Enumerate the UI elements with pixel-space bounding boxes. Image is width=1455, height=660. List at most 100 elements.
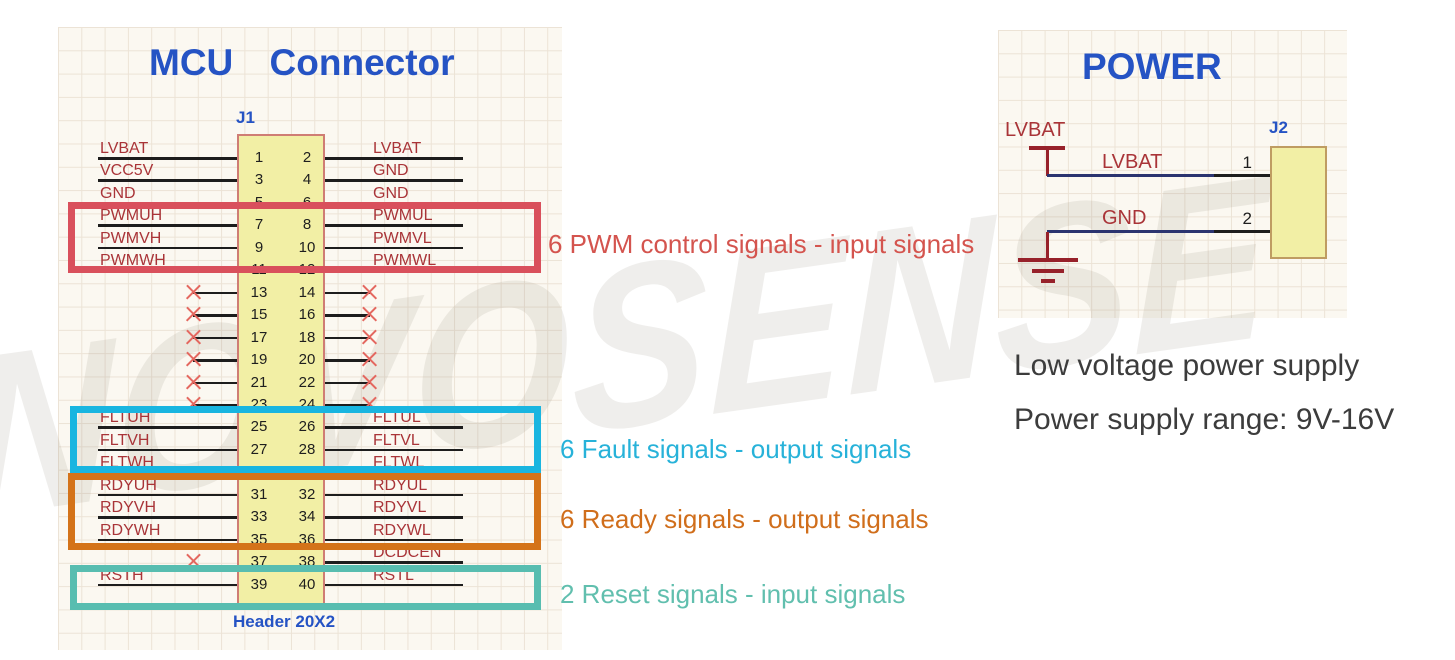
wire-right (325, 359, 370, 362)
pin-number-right: 22 (298, 373, 316, 391)
pin-number-right: 32 (298, 485, 316, 503)
ready-annotation: 6 Ready signals - output signals (560, 504, 929, 534)
connector-row: LVBAT 1 2 LVBAT (0, 140, 1455, 166)
wire-right (325, 561, 463, 564)
power-section-title: POWER (1082, 46, 1222, 87)
pin-number-left: 33 (250, 508, 268, 526)
pin-number-right: 18 (298, 328, 316, 346)
wire-right (325, 336, 370, 340)
connector-row: 19 20 (0, 342, 1455, 369)
lvbat-power-stem (1046, 149, 1049, 176)
pin-number-right: 4 (302, 171, 312, 189)
connector-row: RDYVH 33 34 RDYVL (0, 499, 1455, 526)
net-label-left: FLTUH (100, 409, 151, 427)
pin-number-right: 16 (298, 306, 316, 324)
wire-left (193, 314, 237, 317)
net-label-right: PWMUL (373, 207, 433, 225)
net-label-right: RDYWL (373, 521, 431, 539)
wire-right (325, 157, 463, 160)
lvbat-wire-label: LVBAT (1102, 151, 1163, 173)
net-label-left: PWMUH (100, 207, 163, 225)
reset-annotation: 2 Reset signals - input signals (560, 579, 906, 609)
pin-number-right: 40 (298, 575, 316, 593)
lvbat-supply-net-label: LVBAT (1005, 119, 1066, 141)
net-label-left: RDYUH (100, 476, 157, 494)
wire-left (98, 157, 237, 160)
net-label-right: RDYVL (373, 499, 427, 517)
net-label-right: GND (373, 184, 409, 202)
wire-right (325, 314, 370, 317)
pin-number-left: 9 (254, 238, 264, 256)
net-label-right: PWMWL (373, 252, 437, 270)
pin-number-right: 20 (298, 351, 316, 369)
wire-left (98, 426, 237, 429)
net-label-left: VCC5V (100, 162, 154, 180)
fault-annotation: 6 Fault signals - output signals (560, 434, 912, 464)
wire-left (193, 403, 237, 407)
connector-row: 15 16 (0, 297, 1455, 324)
pin-number-right: 14 (298, 283, 316, 301)
wire-left (193, 336, 237, 340)
wire-right (325, 381, 370, 384)
wire-left (98, 179, 237, 182)
net-label-left: RDYWH (100, 521, 161, 539)
j2-refdes: J2 (1269, 118, 1288, 137)
wire-left (193, 291, 237, 295)
pin-number-left: 21 (250, 373, 268, 391)
j1-footprint-label: Header 20X2 (233, 612, 336, 631)
wire-left (193, 359, 237, 362)
connector-row: 13 14 (0, 275, 1455, 301)
wire-left (193, 381, 237, 384)
net-label-left: LVBAT (100, 140, 149, 157)
pwm-annotation: 6 PWM control signals - input signals (548, 229, 975, 259)
gnd-wire-label: GND (1102, 207, 1147, 229)
pin-number-right: 10 (298, 238, 316, 256)
pin-number-left: 13 (250, 283, 268, 301)
connector-row: PWMVH 9 10 PWMVL (0, 229, 1455, 256)
wire-right (325, 246, 463, 250)
wire-right (325, 224, 463, 227)
wire-right (325, 448, 463, 452)
wire-right (325, 516, 463, 519)
ground-symbol-stem (1046, 232, 1049, 260)
wire-left (98, 448, 237, 452)
wire-left (98, 516, 237, 519)
net-label-right: FLTUL (373, 409, 421, 427)
pwm-group-box (68, 202, 541, 273)
pin-number-left: 3 (254, 171, 264, 189)
j2-pin2-stub (1214, 230, 1272, 233)
lvbat-wire (1047, 174, 1214, 177)
lvbat-power-bar-icon (1029, 146, 1065, 150)
net-label-left: PWMVH (100, 229, 162, 247)
wire-right (325, 179, 463, 182)
pin-number-left: 25 (250, 418, 268, 436)
wire-right (325, 583, 463, 587)
gnd-wire (1047, 230, 1214, 233)
j1-refdes: J1 (236, 108, 255, 127)
net-label-left: FLTVH (100, 431, 150, 449)
wire-left (98, 493, 237, 497)
pin-number-left: 7 (254, 216, 264, 234)
pin-number-right: 34 (298, 508, 316, 526)
wire-left (98, 538, 237, 542)
j1-connector-body (237, 134, 325, 606)
power-note-line1: Low voltage power supply (1014, 349, 1360, 382)
mcu-section-title: MCU Connector (149, 42, 455, 83)
net-label-left: RDYVH (100, 499, 157, 517)
net-label-right: PWMVL (373, 229, 432, 247)
ready-group-box (68, 473, 541, 550)
wire-right (325, 426, 463, 429)
connector-row: FLTVH 27 28 FLTVL (0, 431, 1455, 458)
j2-pin1-stub (1214, 174, 1272, 177)
pin-number-left: 31 (250, 485, 268, 503)
pin-number-left: 15 (250, 306, 268, 324)
net-label-left: GND (100, 184, 136, 202)
wire-right (325, 538, 463, 542)
reset-group-box (70, 565, 541, 610)
j2-pin2-number: 2 (1242, 209, 1252, 228)
connector-row: 21 22 (0, 365, 1455, 391)
net-label-left: PWMWH (100, 252, 166, 270)
pin-number-right: 8 (302, 216, 312, 234)
connector-row: FLTUH 25 26 FLTUL (0, 409, 1455, 436)
